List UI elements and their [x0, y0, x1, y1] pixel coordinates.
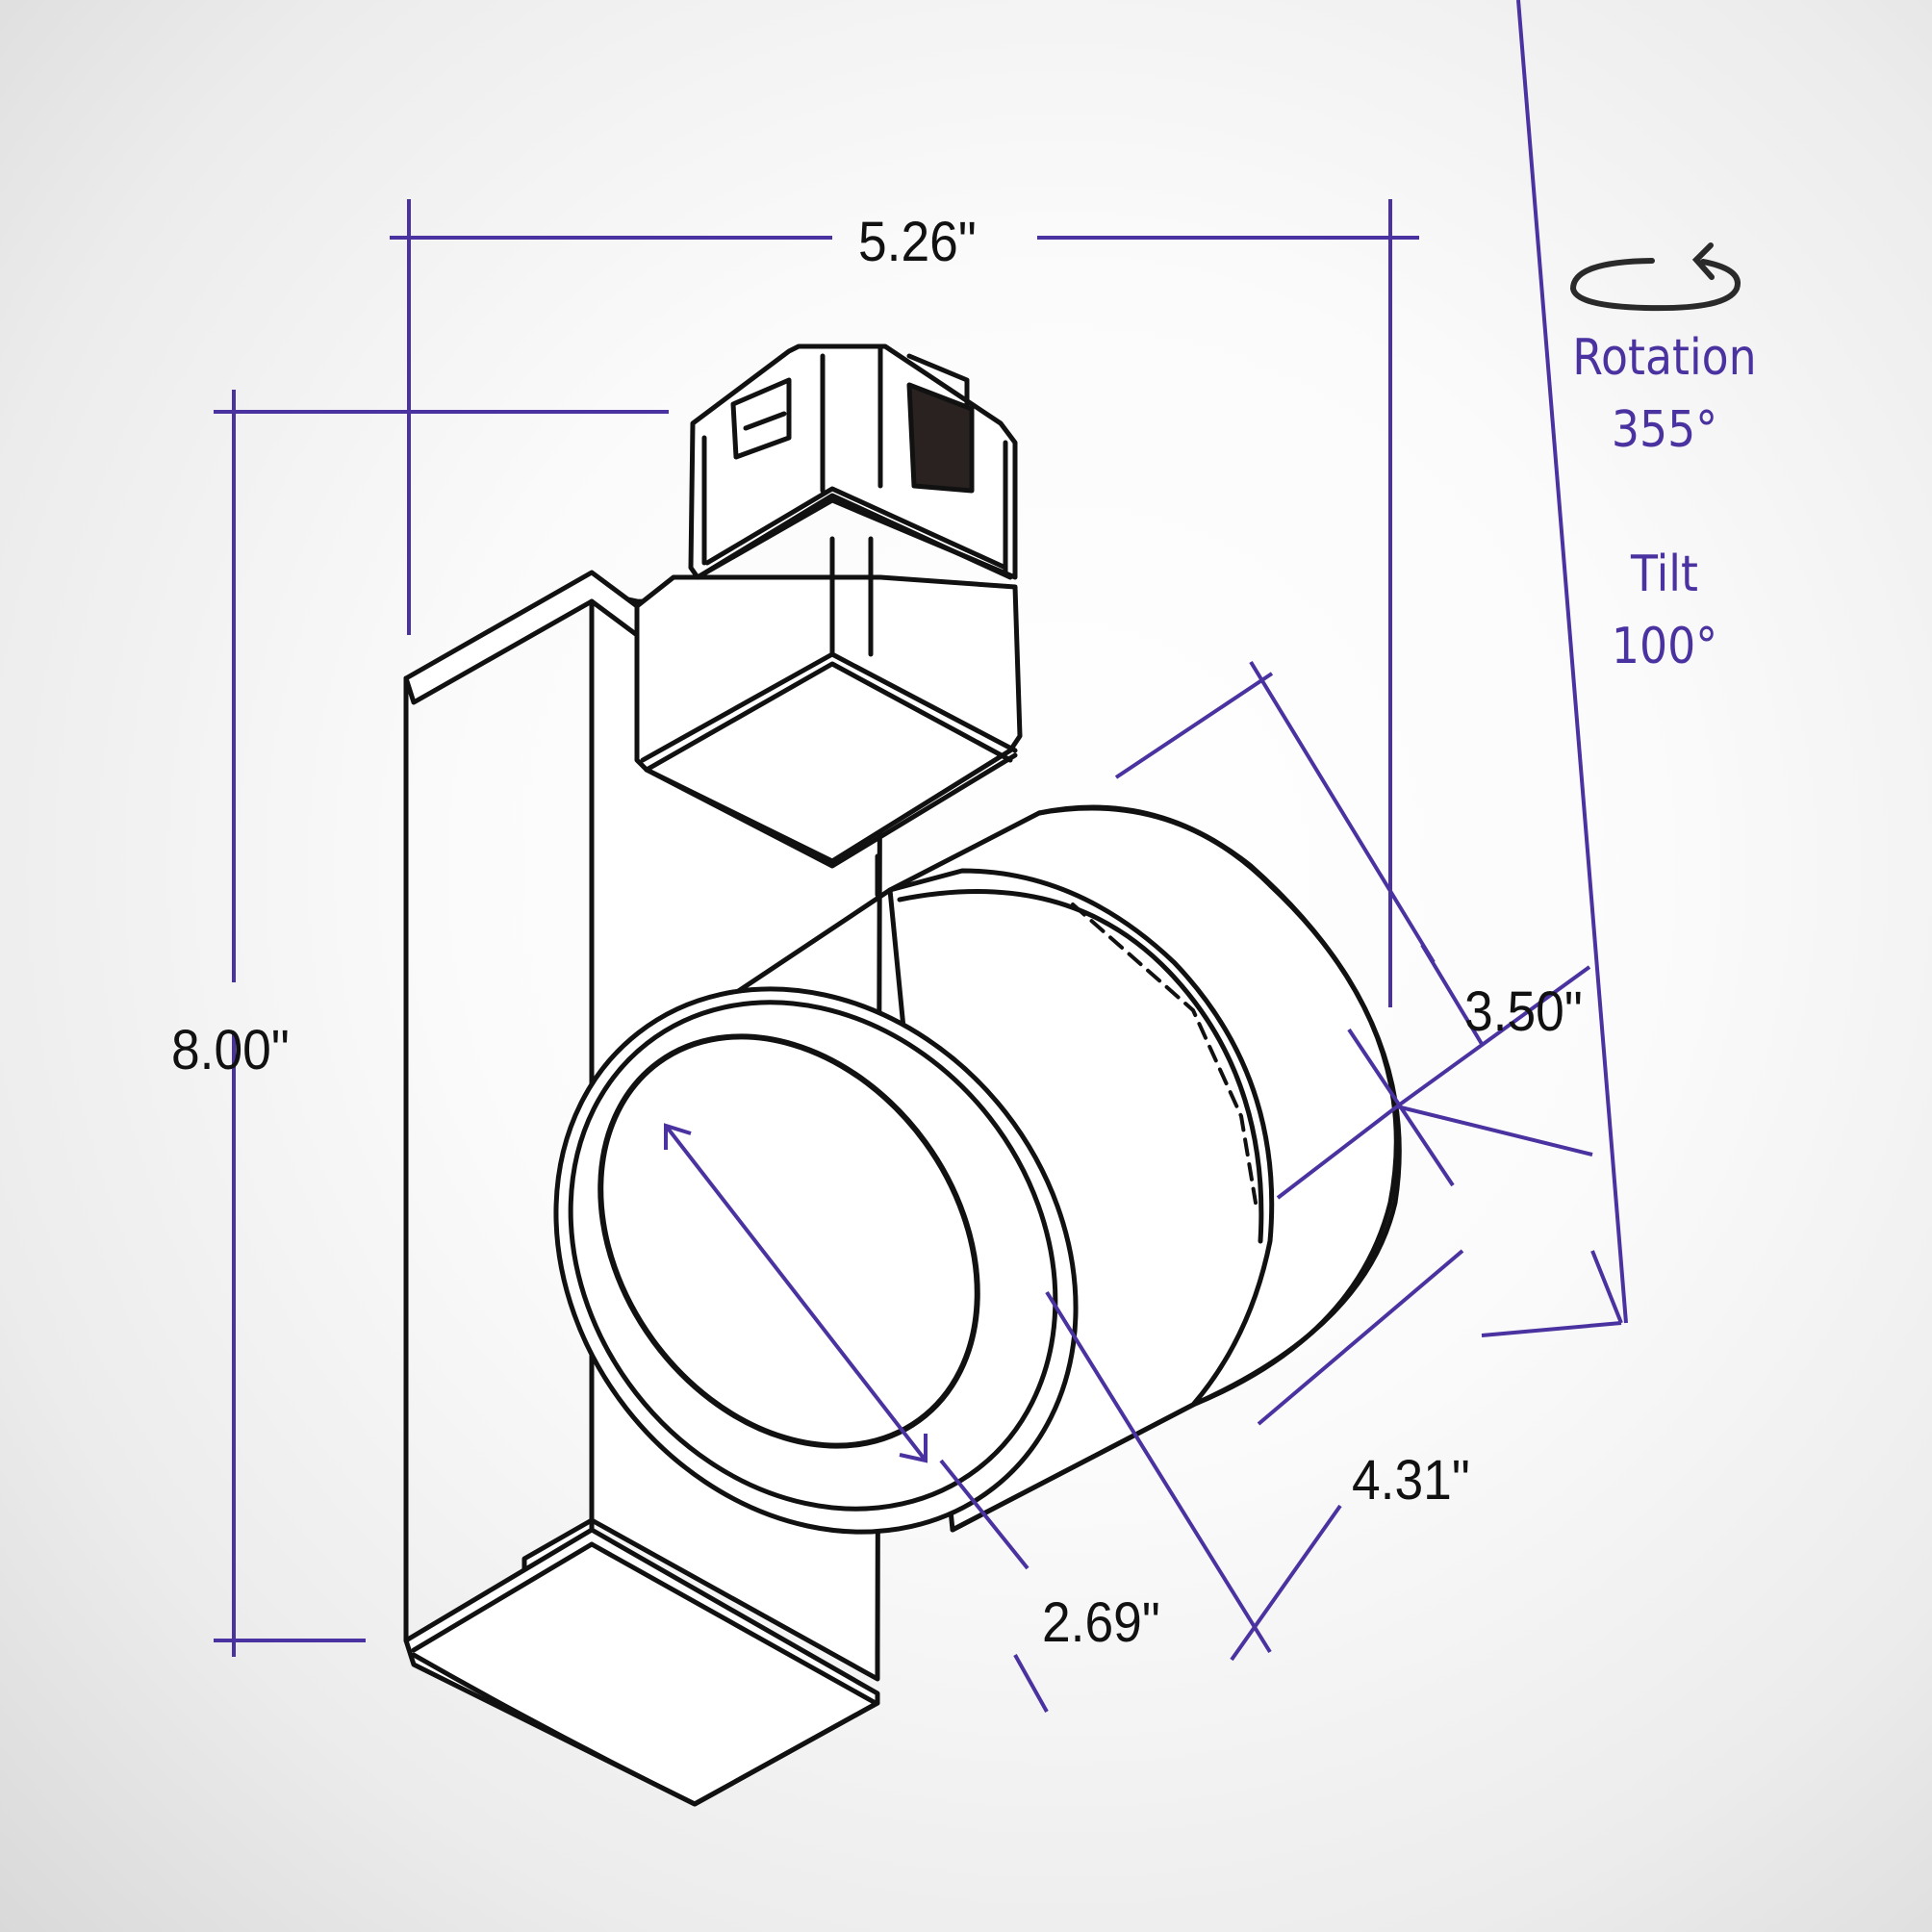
- height-dimension-label: 8.00": [171, 1019, 290, 1081]
- adapter-cube: [634, 574, 1023, 864]
- head-diameter-dimension: [1114, 660, 1593, 1200]
- lens-aperture: [597, 1033, 980, 1449]
- tilt-label: Tilt: [1631, 546, 1698, 603]
- fixture-outline: [403, 343, 1402, 1807]
- width-dimension-label: 5.26": [858, 211, 977, 273]
- head-diameter-label: 3.50": [1464, 980, 1583, 1043]
- head-length-dimension: [1045, 0, 1628, 1662]
- height-dimension: [214, 390, 669, 1657]
- connector-tab: [906, 382, 975, 494]
- rotation-arrow-icon: [1569, 242, 1741, 312]
- aperture-diameter-label: 2.69": [1042, 1591, 1160, 1654]
- width-dimension: [390, 199, 1419, 1007]
- rotation-label: Rotation: [1572, 329, 1757, 387]
- dimension-lines: [214, 0, 1628, 1713]
- connector-latch: [730, 377, 792, 460]
- rotation-value: 355°: [1611, 401, 1718, 459]
- aperture-dimension: [664, 1123, 1049, 1713]
- tilt-value: 100°: [1611, 618, 1718, 675]
- head-length-label: 4.31": [1352, 1449, 1470, 1512]
